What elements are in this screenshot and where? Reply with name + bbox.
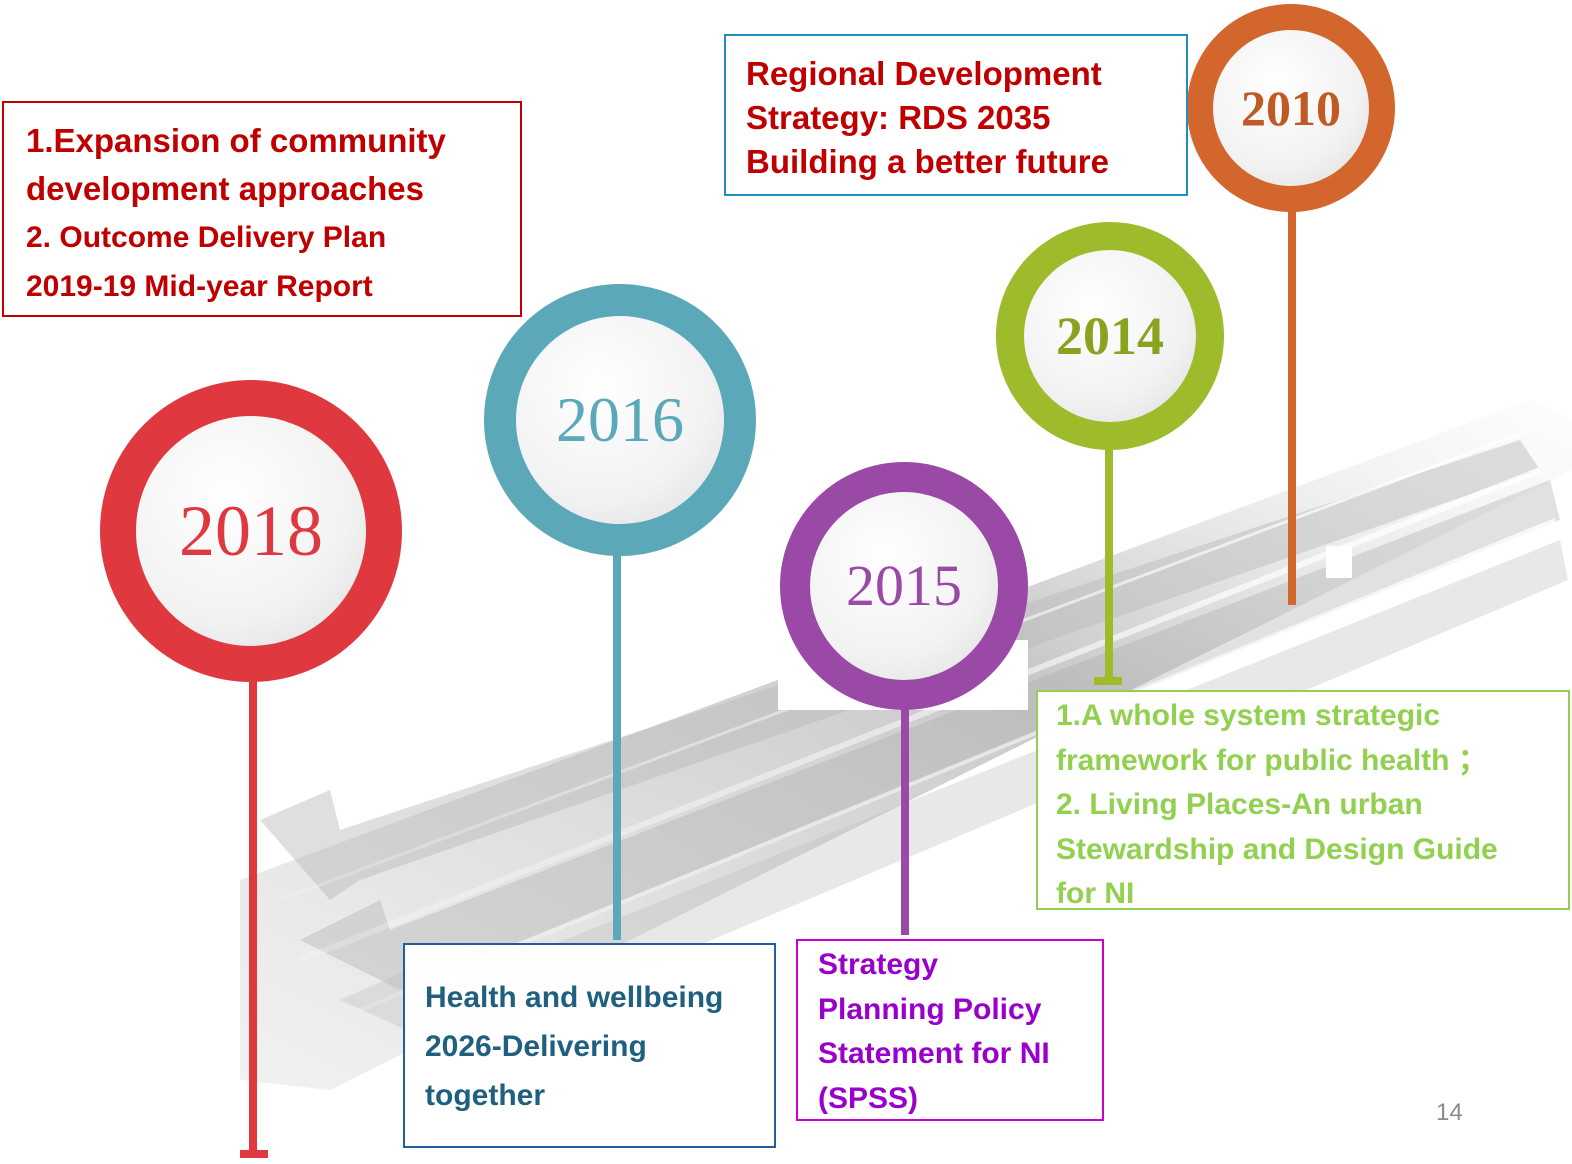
pin-foot-2018 (240, 1150, 268, 1158)
year-label-2010: 2010 (1241, 80, 1341, 136)
box-2016-line-3: together (425, 1079, 545, 1112)
text-box-2014: 1.A whole system strategic framework for… (1036, 690, 1570, 910)
pin-stem-2016 (613, 545, 621, 940)
box-2015-line-2: Planning Policy (818, 992, 1042, 1026)
box-2010-line-1: Regional Development (746, 55, 1102, 92)
box-2018-line-3: 2. Outcome Delivery Plan (26, 221, 387, 254)
box-2014-line-1: 1.A whole system strategic (1056, 699, 1441, 732)
box-2010-line-3: Building a better future (746, 143, 1109, 180)
box-2018-line-1: 1.Expansion of community (26, 122, 446, 159)
text-box-2018: 1.Expansion of community development app… (2, 101, 522, 317)
pin-stem-2018 (249, 660, 257, 1150)
slide-number: 14 (1436, 1099, 1463, 1126)
box-2010-line-2: Strategy: RDS 2035 (746, 99, 1051, 136)
box-2014-line-3: 2. Living Places-An urban (1056, 788, 1423, 821)
box-2015-line-3: Statement for NI (818, 1037, 1050, 1070)
box-2015-line-4: (SPSS) (818, 1081, 919, 1115)
milestone-2014: 2014 (996, 222, 1224, 450)
year-label-2015: 2015 (846, 553, 962, 618)
box-2015-line-1: Strategy (818, 948, 939, 981)
year-label-2018: 2018 (179, 491, 323, 571)
pin-stem-2010 (1288, 200, 1296, 605)
box-2016-line-2: 2026-Delivering (425, 1030, 647, 1063)
pin-foot-2014 (1094, 677, 1122, 685)
box-2018-line-2: development approaches (26, 170, 424, 207)
box-2014-line-5: for NI (1056, 877, 1135, 910)
box-2016-line-1: Health and wellbeing (425, 981, 724, 1014)
year-label-2014: 2014 (1056, 306, 1164, 366)
milestone-2016: 2016 (484, 284, 756, 556)
pin-stem-2015 (901, 690, 909, 935)
text-box-2010: Regional Development Strategy: RDS 2035 … (724, 34, 1188, 196)
text-box-2016: Health and wellbeing 2026-Delivering tog… (403, 943, 776, 1148)
year-label-2016: 2016 (556, 384, 684, 455)
box-2018-line-4: 2019-19 Mid-year Report (26, 270, 373, 303)
milestone-2018: 2018 (100, 380, 402, 682)
box-2014-line-4: Stewardship and Design Guide (1056, 832, 1498, 866)
milestone-2010: 2010 (1187, 4, 1395, 212)
pin-stem-2014 (1105, 440, 1113, 680)
milestone-2015: 2015 (780, 462, 1028, 710)
box-2014-line-2: framework for public health ； (1056, 743, 1488, 777)
text-box-2015: Strategy Planning Policy Statement for N… (796, 939, 1104, 1121)
